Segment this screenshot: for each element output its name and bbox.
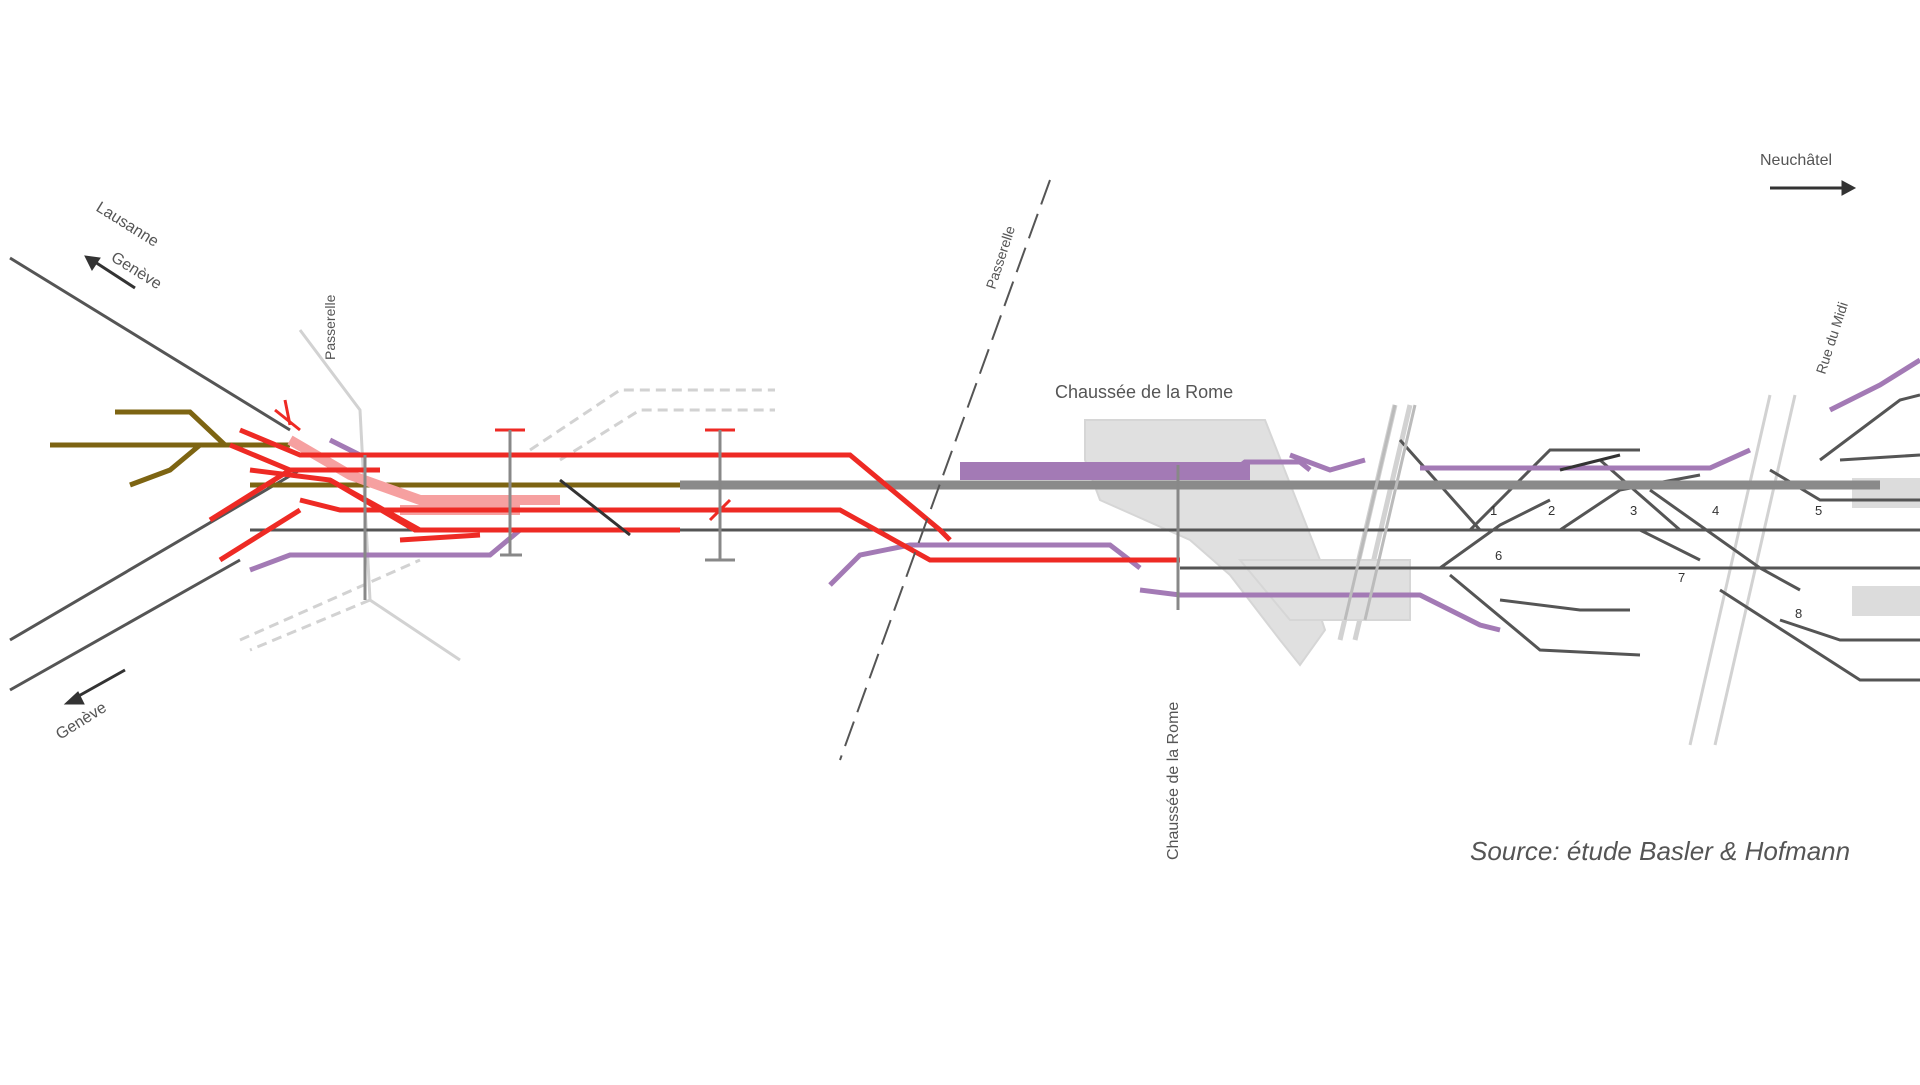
faint-line xyxy=(249,598,371,652)
faint-line xyxy=(1713,394,1797,746)
switch-lines xyxy=(559,453,1621,537)
faint-line xyxy=(1688,394,1772,746)
track-number: 4 xyxy=(1712,503,1719,518)
overpass-lines xyxy=(1343,404,1417,621)
red-tracks xyxy=(208,427,1180,563)
track-number: 7 xyxy=(1678,570,1685,585)
label-bridge-left: Passerelle xyxy=(322,294,338,360)
light-red-band xyxy=(287,435,560,515)
platform-box xyxy=(1852,586,1920,616)
label-right-vertical: Rue du Midi xyxy=(1813,300,1851,376)
track-number: 8 xyxy=(1795,606,1802,621)
arrow-bottom-left xyxy=(74,668,126,700)
arrow-bottom-left-head xyxy=(63,691,85,705)
label-top-left-b: Genève xyxy=(108,249,165,293)
label-top-left-a: Lausanne xyxy=(93,199,162,251)
track-number: 2 xyxy=(1548,503,1555,518)
direction-arrows xyxy=(63,180,1857,705)
purple-tracks xyxy=(249,357,1920,633)
arrow-top-right-head xyxy=(1841,180,1857,196)
label-chaussee-bottom: Chaussée de la Rome xyxy=(1165,702,1182,860)
track-number: 6 xyxy=(1495,548,1502,563)
arrow-top-left xyxy=(94,260,136,290)
label-bridge-mid: Passerelle xyxy=(983,224,1018,291)
faint-line xyxy=(239,558,421,642)
source-caption: Source: étude Basler & Hofmann xyxy=(1470,836,1850,866)
track-number: 3 xyxy=(1630,503,1637,518)
track-number: 5 xyxy=(1815,503,1822,518)
signal-bars xyxy=(363,430,1180,610)
purple-platform xyxy=(960,462,1250,480)
label-chaussee-top: Chaussée de la Rome xyxy=(1055,382,1233,402)
track-numbers: 1 2 3 4 5 6 7 8 xyxy=(1490,503,1822,621)
approach-lines xyxy=(9,256,301,692)
main-tracks xyxy=(680,393,1920,682)
faint-line xyxy=(529,388,775,452)
dashed-crossing xyxy=(839,179,1051,761)
track-number: 1 xyxy=(1490,503,1497,518)
arrow-top-left-head xyxy=(84,255,101,271)
label-top-right: Neuchâtel xyxy=(1760,152,1832,169)
faint-line xyxy=(559,408,775,462)
label-bottom-left: Genève xyxy=(53,699,110,743)
